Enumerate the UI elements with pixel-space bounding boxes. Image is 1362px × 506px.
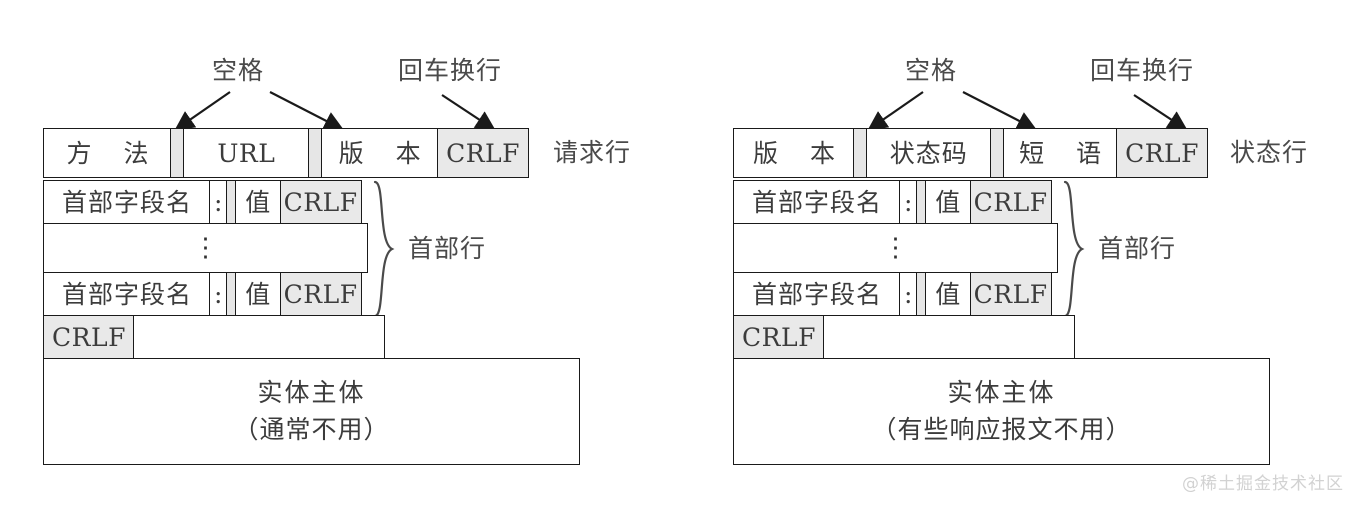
- header-lines-label: 首部行: [1098, 234, 1177, 263]
- header-colon-cell: :: [899, 180, 918, 224]
- header-lines-brace: [1063, 180, 1085, 318]
- callout-crlf-label: 回车换行: [398, 56, 503, 85]
- entity-body-note: （有些响应报文不用）: [871, 414, 1132, 444]
- header-crlf-cell: CRLF: [279, 180, 362, 224]
- request-header-row-2: 首部字段名 : 值 CRLF: [43, 272, 362, 316]
- request-url-cell: URL: [182, 128, 310, 178]
- response-entity-body-box: 实体主体 （有些响应报文不用）: [733, 358, 1270, 465]
- header-value-cell: 值: [925, 180, 972, 224]
- request-line-row: 方 法 URL 版 本 CRLF: [43, 128, 530, 178]
- callout-space-label: 空格: [905, 56, 958, 85]
- request-entity-body-box: 实体主体 （通常不用）: [43, 358, 580, 465]
- header-value-cell: 值: [235, 180, 282, 224]
- header-ellipsis-cell: ⋮: [733, 223, 1058, 273]
- blank-line-filler-cell: [823, 315, 1076, 359]
- blank-line-crlf-cell: CRLF: [43, 315, 135, 359]
- request-line-label: 请求行: [553, 138, 632, 167]
- response-header-row-1: 首部字段名 : 值 CRLF: [733, 180, 1052, 224]
- response-reason-phrase-cell: 短 语: [1002, 128, 1118, 178]
- header-value-cell: 值: [925, 272, 972, 316]
- callout-crlf-label: 回车换行: [1090, 56, 1195, 85]
- request-method-cell: 方 法: [43, 128, 172, 178]
- status-line-label: 状态行: [1230, 138, 1309, 167]
- header-crlf-cell: CRLF: [279, 272, 362, 316]
- header-lines-brace: [373, 180, 395, 318]
- header-field-name-cell: 首部字段名: [733, 180, 901, 224]
- status-line-row: 版 本 状态码 短 语 CRLF: [733, 128, 1209, 178]
- blank-line-crlf-cell: CRLF: [733, 315, 825, 359]
- header-colon-cell: :: [899, 272, 918, 316]
- entity-body-title: 实体主体: [257, 378, 366, 408]
- header-lines-label: 首部行: [408, 234, 487, 263]
- header-value-cell: 值: [235, 272, 282, 316]
- response-header-ellipsis-row: ⋮: [733, 223, 1058, 273]
- status-line-crlf-cell: CRLF: [1116, 128, 1209, 178]
- header-crlf-cell: CRLF: [969, 180, 1052, 224]
- watermark: @稀土掘金技术社区: [1182, 474, 1344, 494]
- header-field-name-cell: 首部字段名: [733, 272, 901, 316]
- blank-line-filler-cell: [133, 315, 386, 359]
- request-line-crlf-cell: CRLF: [437, 128, 530, 178]
- request-blank-line-row: CRLF: [43, 315, 386, 359]
- response-header-row-2: 首部字段名 : 值 CRLF: [733, 272, 1052, 316]
- http-request-message-diagram: 空格 回车换行 方 法 URL 版 本 CRLF 请求行 首部字段名 :: [43, 56, 632, 465]
- header-field-name-cell: 首部字段名: [43, 180, 211, 224]
- header-field-name-cell: 首部字段名: [43, 272, 211, 316]
- request-header-row-1: 首部字段名 : 值 CRLF: [43, 180, 362, 224]
- request-header-ellipsis-row: ⋮: [43, 223, 368, 273]
- http-response-message-diagram: 空格 回车换行 版 本 状态码 短 语 CRLF 状态行 首部字段名 :: [690, 0, 1362, 506]
- header-crlf-cell: CRLF: [969, 272, 1052, 316]
- request-version-cell: 版 本: [320, 128, 439, 178]
- response-version-cell: 版 本: [733, 128, 855, 178]
- response-blank-line-row: CRLF: [733, 315, 1076, 359]
- entity-body-title: 实体主体: [947, 378, 1056, 408]
- header-colon-cell: :: [209, 272, 228, 316]
- response-status-code-cell: 状态码: [865, 128, 992, 178]
- entity-body-note: （通常不用）: [233, 414, 390, 444]
- callout-space-label: 空格: [212, 56, 265, 85]
- header-colon-cell: :: [209, 180, 228, 224]
- header-ellipsis-cell: ⋮: [43, 223, 368, 273]
